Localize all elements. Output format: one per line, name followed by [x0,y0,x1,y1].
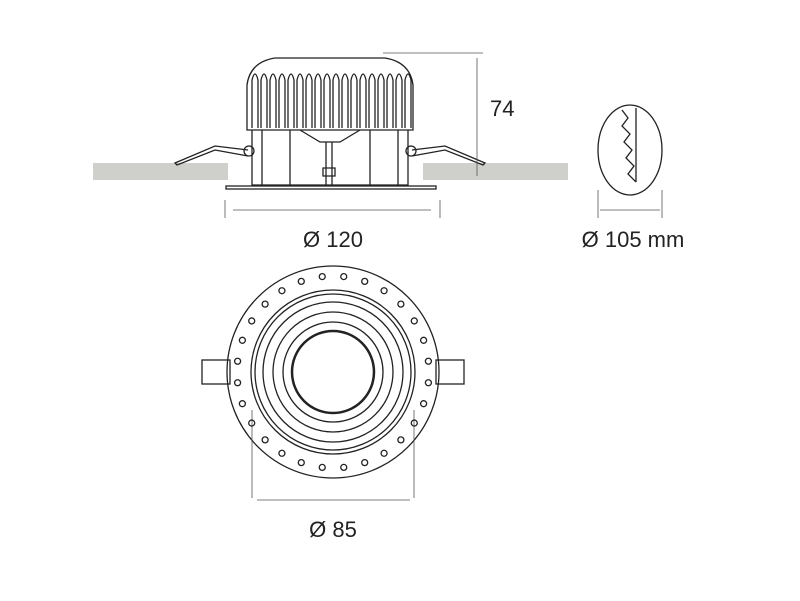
mounting-hole [233,357,242,365]
mounting-hole [261,300,269,308]
dimension-line-85 [251,410,415,501]
spring-clip-right [411,145,487,166]
aperture-diameter-label: Ø 85 [309,517,357,542]
mounting-hole [238,400,247,408]
mounting-hole [297,277,305,286]
mounting-hole [361,458,369,467]
mounting-hole [410,419,418,427]
mounting-hole [340,272,348,281]
heatsink-fin [377,73,385,128]
ring-4 [272,311,394,433]
mounting-hole [278,449,286,457]
saw-cut-icon [621,108,637,183]
mounting-hole [410,317,418,325]
heatsink-fin [251,73,259,128]
mounting-hole [318,463,326,472]
clip-pivot-right [405,145,417,157]
clip-right [435,359,465,385]
ring-3 [262,301,404,443]
dimension-line-74 [383,52,483,176]
heatsink-fin [296,73,304,128]
heatsink-fin [359,73,367,128]
ring-2 [254,293,412,451]
heatsink-fin [278,73,286,128]
ceiling-right [423,163,568,180]
heatsink-fin [260,73,268,128]
heatsink-fin [323,73,331,128]
mounting-hole [248,419,256,427]
mounting-hole [238,336,247,344]
mounting-hole [419,336,428,344]
mounting-hole [424,357,433,365]
mounting-hole [419,400,428,408]
mounting-hole [278,287,286,295]
heatsink-fin [404,73,412,128]
heatsink-fin [305,73,313,128]
mounting-hole [297,458,305,467]
center-rod [322,142,336,185]
mounting-hole [361,277,369,286]
cutout-ellipse [597,104,663,196]
heatsink-fin [386,73,394,128]
mounting-hole [380,449,388,457]
heatsink-fin [332,73,340,128]
side-view: Ø 120 74 [93,52,568,252]
mounting-hole [397,300,405,308]
mounting-hole [261,436,269,444]
mounting-hole [233,379,242,387]
ring-1 [250,289,416,455]
heatsink-fin [287,73,295,128]
heatsink-fin [350,73,358,128]
mounting-hole [248,317,256,325]
trim-ring [226,265,440,479]
housing [251,129,409,186]
mounting-hole [380,287,388,295]
mounting-hole [318,272,326,281]
heatsink-fin [269,73,277,128]
mounting-hole [424,379,433,387]
cutout-diameter-label: Ø 105 mm [582,227,685,252]
heatsink [246,57,414,131]
height-label: 74 [490,96,514,121]
clip-left [201,359,231,385]
ceiling-left [93,163,228,180]
heatsink-fin [368,73,376,128]
outer-diameter-label: Ø 120 [303,227,363,252]
dimension-line-105 [597,190,663,218]
dimension-line-120 [224,200,441,218]
mounting-hole [340,463,348,472]
lens-aperture [290,329,376,415]
cutout-detail: Ø 105 mm [582,104,685,252]
heatsink-fin [341,73,349,128]
heatsink-fin [314,73,322,128]
ring-5 [282,321,384,423]
clip-pivot-left [243,145,255,157]
heatsink-fin [395,73,403,128]
flange [225,185,437,190]
spring-clip-left [173,145,249,166]
mounting-hole [397,436,405,444]
front-view: Ø 85 [201,265,465,542]
